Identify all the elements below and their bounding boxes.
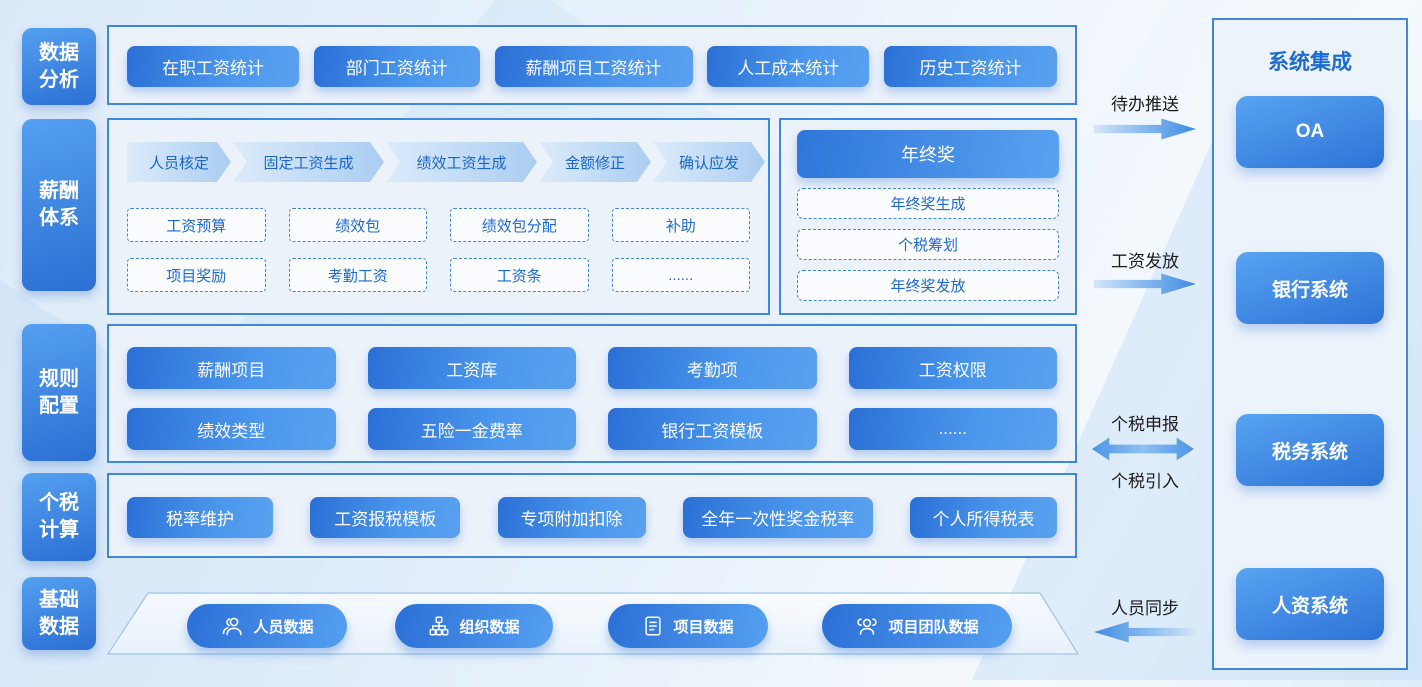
module-button[interactable]: 工资条 bbox=[450, 258, 589, 292]
base-data-project-team[interactable]: 项目团队数据 bbox=[822, 604, 1012, 648]
sidebar-item-label: 个税计算 bbox=[39, 492, 79, 541]
person-icon bbox=[223, 617, 243, 636]
report-button[interactable]: 历史工资统计 bbox=[884, 46, 1057, 87]
tax-button[interactable]: 全年一次性奖金税率 bbox=[682, 497, 873, 538]
tax-button[interactable]: 个人所得税表 bbox=[910, 497, 1057, 538]
tax-button[interactable]: 工资报税模板 bbox=[310, 497, 461, 538]
org-chart-icon bbox=[430, 616, 449, 636]
tax-button[interactable]: 专项附加扣除 bbox=[497, 497, 646, 538]
module-button-more[interactable]: ...... bbox=[611, 258, 750, 292]
system-bank-button[interactable]: 银行系统 bbox=[1236, 252, 1384, 324]
module-button[interactable]: 工资预算 bbox=[127, 208, 266, 242]
pill-label: 项目数据 bbox=[673, 618, 734, 636]
base-data-project[interactable]: 项目数据 bbox=[608, 604, 768, 648]
report-button[interactable]: 在职工资统计 bbox=[127, 46, 299, 87]
flow-step[interactable]: 确认应发 bbox=[653, 142, 765, 182]
config-button-more[interactable]: ...... bbox=[848, 408, 1057, 450]
config-button[interactable]: 银行工资模板 bbox=[608, 408, 817, 450]
sidebar-item-data-analysis[interactable]: 数据分析 bbox=[22, 28, 96, 105]
section-system-integration: 系统集成 OA 银行系统 税务系统 人资系统 bbox=[1212, 18, 1408, 670]
section-tax-calc: 税率维护 工资报税模板 专项附加扣除 全年一次性奖金税率 个人所得税表 bbox=[107, 473, 1077, 558]
sidebar-item-rule-config[interactable]: 规则配置 bbox=[22, 324, 96, 461]
module-button[interactable]: 补助 bbox=[611, 208, 750, 242]
config-button[interactable]: 考勤项 bbox=[608, 347, 817, 389]
system-hr-button[interactable]: 人资系统 bbox=[1236, 568, 1384, 640]
arrow-right-icon bbox=[1094, 273, 1196, 295]
section-year-end-bonus: 年终奖 年终奖生成 个税筹划 年终奖发放 bbox=[779, 118, 1077, 315]
flow-step[interactable]: 人员核定 bbox=[127, 142, 231, 182]
tax-button[interactable]: 税率维护 bbox=[127, 497, 273, 538]
connection-label-todo-push: 待办推送 bbox=[1111, 95, 1179, 114]
year-end-bonus-item[interactable]: 年终奖生成 bbox=[797, 188, 1059, 219]
connection-label-person-sync: 人员同步 bbox=[1111, 599, 1179, 618]
team-icon bbox=[857, 618, 878, 635]
report-button[interactable]: 薪酬项目工资统计 bbox=[494, 46, 693, 87]
sidebar-item-label: 薪酬体系 bbox=[39, 180, 79, 229]
pill-label: 人员数据 bbox=[253, 618, 314, 636]
config-button[interactable]: 薪酬项目 bbox=[127, 347, 336, 389]
sidebar-item-label: 数据分析 bbox=[39, 41, 79, 91]
flow-step[interactable]: 绩效工资生成 bbox=[386, 142, 537, 182]
config-button[interactable]: 五险一金费率 bbox=[367, 408, 576, 450]
base-data-person[interactable]: 人员数据 bbox=[187, 604, 347, 648]
section-data-analysis: 在职工资统计 部门工资统计 薪酬项目工资统计 人工成本统计 历史工资统计 bbox=[107, 25, 1077, 105]
sidebar-item-base-data[interactable]: 基础数据 bbox=[22, 577, 96, 650]
sidebar-item-label: 规则配置 bbox=[39, 367, 79, 417]
flow-step[interactable]: 固定工资生成 bbox=[233, 142, 384, 182]
system-tax-button[interactable]: 税务系统 bbox=[1236, 414, 1384, 486]
arrow-right-icon bbox=[1094, 118, 1196, 140]
flow-step[interactable]: 金额修正 bbox=[539, 142, 651, 182]
system-oa-button[interactable]: OA bbox=[1236, 96, 1384, 168]
sidebar-item-salary-system[interactable]: 薪酬体系 bbox=[22, 119, 96, 291]
connection-label-tax-import: 个税引入 bbox=[1111, 472, 1179, 491]
sidebar-item-label: 基础数据 bbox=[39, 588, 79, 638]
arrow-left-icon bbox=[1094, 621, 1196, 643]
module-button[interactable]: 项目奖励 bbox=[127, 258, 266, 292]
section-salary-system: 人员核定 固定工资生成 绩效工资生成 金额修正 确认应发 工资预算 绩效包 绩效… bbox=[107, 118, 770, 315]
integration-title: 系统集成 bbox=[1268, 51, 1352, 74]
year-end-bonus-header[interactable]: 年终奖 bbox=[797, 130, 1059, 178]
pill-label: 组织数据 bbox=[459, 618, 520, 636]
document-icon bbox=[645, 616, 662, 636]
report-button[interactable]: 人工成本统计 bbox=[707, 46, 870, 87]
section-rule-config: 薪酬项目 工资库 考勤项 工资权限 绩效类型 五险一金费率 银行工资模板 ...… bbox=[107, 324, 1077, 463]
year-end-bonus-item[interactable]: 年终奖发放 bbox=[797, 270, 1059, 301]
base-data-org[interactable]: 组织数据 bbox=[395, 604, 553, 648]
arrow-both-icon bbox=[1092, 437, 1194, 461]
connection-label-tax-declare: 个税申报 bbox=[1111, 415, 1179, 434]
report-button[interactable]: 部门工资统计 bbox=[313, 46, 480, 87]
salary-flow: 人员核定 固定工资生成 绩效工资生成 金额修正 确认应发 bbox=[127, 142, 767, 182]
connection-label-salary-pay: 工资发放 bbox=[1111, 252, 1179, 271]
module-button[interactable]: 绩效包分配 bbox=[450, 208, 589, 242]
module-button[interactable]: 考勤工资 bbox=[288, 258, 427, 292]
config-button[interactable]: 工资库 bbox=[367, 347, 576, 389]
config-button[interactable]: 工资权限 bbox=[848, 347, 1057, 389]
config-button[interactable]: 绩效类型 bbox=[127, 408, 336, 450]
module-button[interactable]: 绩效包 bbox=[288, 208, 427, 242]
pill-label: 项目团队数据 bbox=[888, 618, 979, 636]
sidebar-item-tax-calc[interactable]: 个税计算 bbox=[22, 473, 96, 561]
year-end-bonus-item[interactable]: 个税筹划 bbox=[797, 229, 1059, 260]
